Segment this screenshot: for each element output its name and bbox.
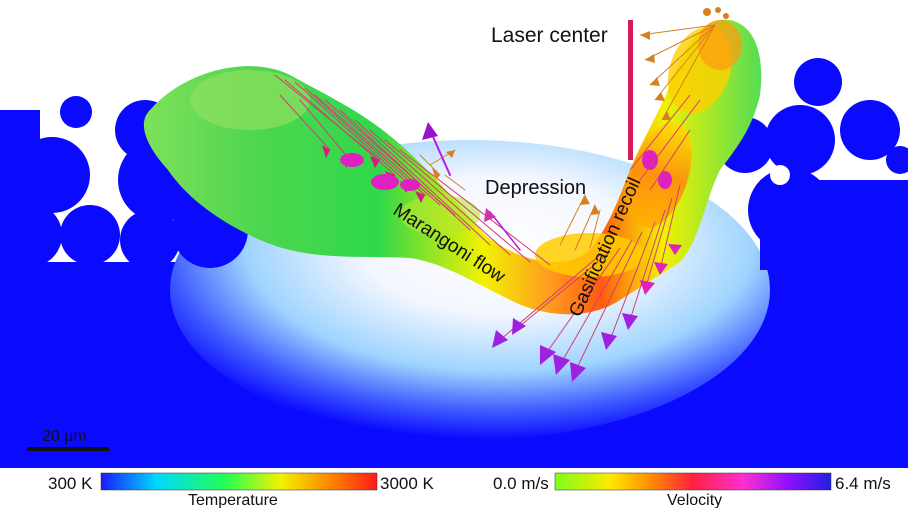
velocity-max-label: 6.4 m/s: [835, 474, 891, 493]
velocity-title: Velocity: [667, 492, 722, 508]
velocity-legend: 0.0 m/s 6.4 m/s Velocity: [493, 472, 891, 508]
laser-center-label: Laser center: [491, 24, 608, 47]
laser-center-marker: [628, 20, 633, 160]
temperature-max-label: 3000 K: [380, 474, 435, 493]
marangoni-flow-arrows: [274, 74, 672, 266]
temperature-legend: 300 K 3000 K Temperature: [48, 472, 435, 508]
temperature-title: Temperature: [188, 492, 278, 508]
velocity-min-label: 0.0 m/s: [493, 474, 549, 493]
velocity-colorbar: [554, 472, 832, 491]
temperature-min-label: 300 K: [48, 474, 93, 493]
temperature-colorbar: [100, 472, 378, 491]
depression-label: Depression: [485, 177, 586, 199]
scale-bar: 20 μm: [27, 428, 109, 451]
scale-bar-label: 20 μm: [42, 428, 87, 445]
gasification-recoil-arrows: [492, 7, 729, 382]
